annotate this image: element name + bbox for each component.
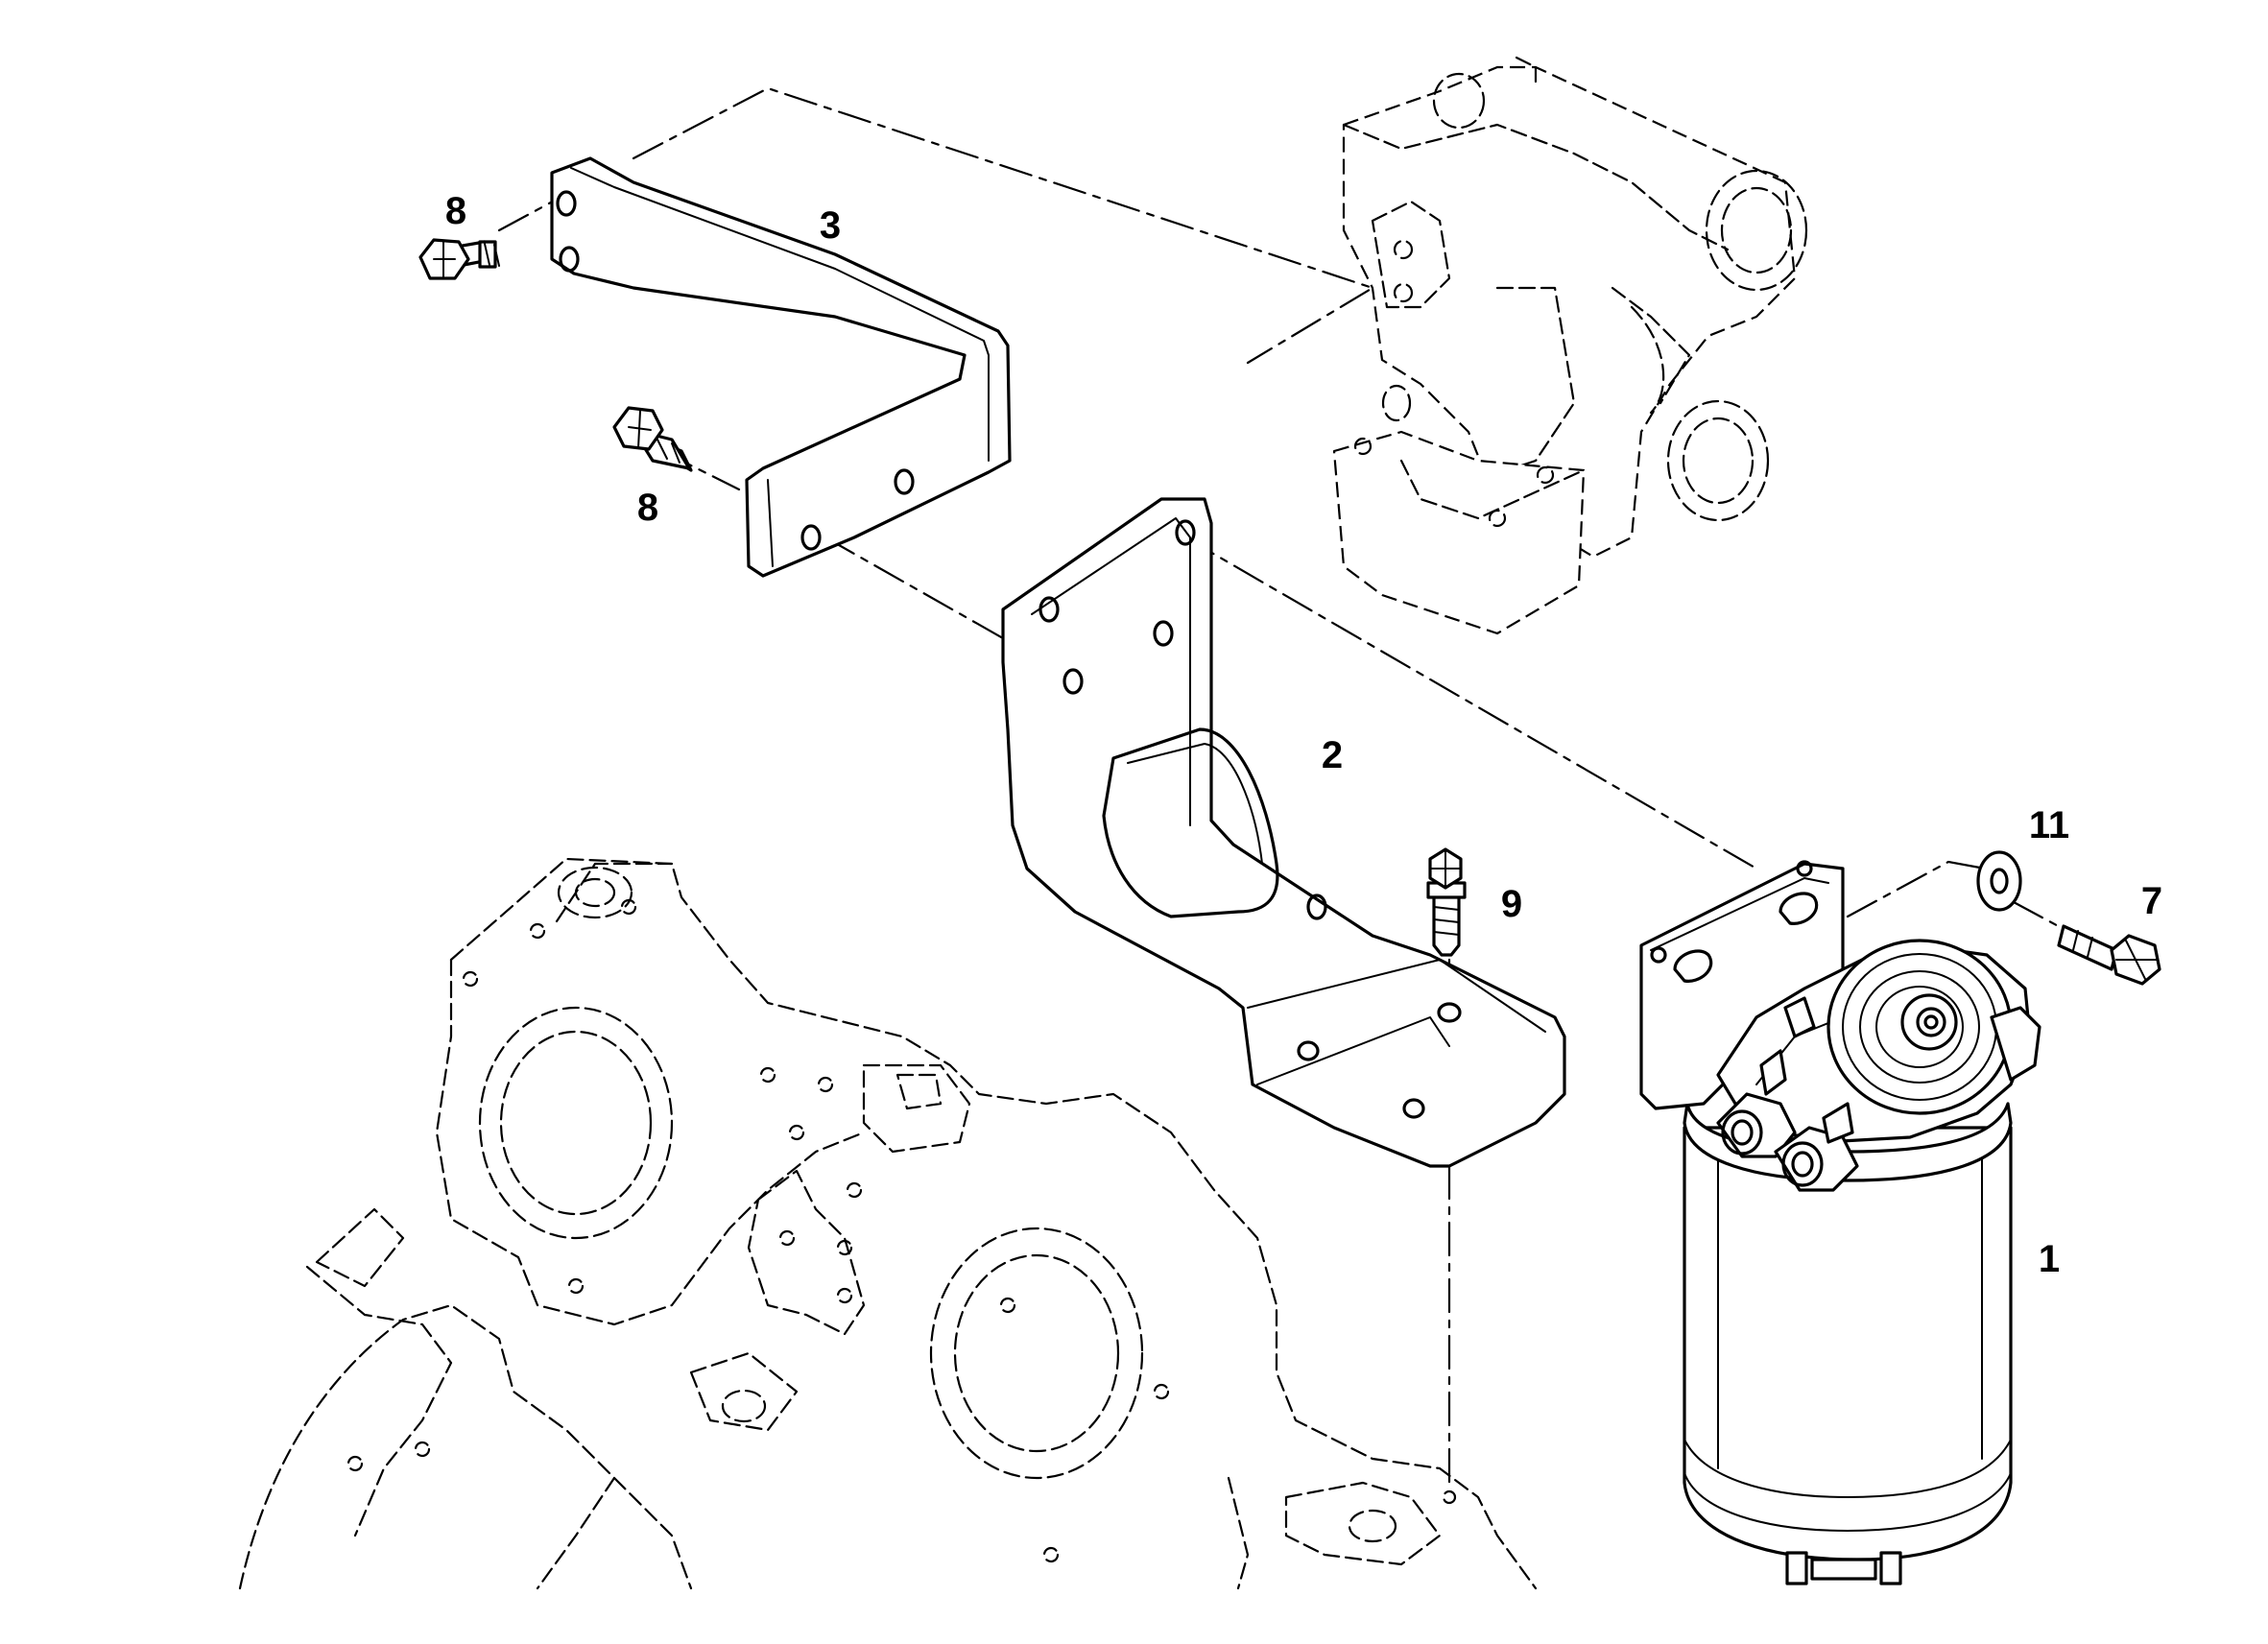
casting-web	[1476, 286, 1576, 482]
callout-8-lower: 8	[637, 487, 658, 529]
filter-flange-slot-right	[1779, 892, 1819, 925]
callout-9: 9	[1501, 883, 1522, 925]
housing-top-outline	[449, 857, 1538, 1590]
bracket-2-hole-foot-b	[1402, 1098, 1425, 1119]
bracket-2-body	[1001, 497, 1566, 1168]
bracket-2	[1001, 497, 1566, 1168]
housing-bore-right	[929, 1227, 1144, 1480]
housing-bottom-boss	[689, 1351, 799, 1432]
casting-lower-bore	[1666, 399, 1770, 522]
assembly-leader-lines	[497, 86, 2065, 1489]
bracket-2-hole-lower	[1062, 668, 1084, 695]
casting-upper-bore	[1705, 169, 1808, 292]
housing-left-outline	[238, 1303, 616, 1590]
callout-2: 2	[1322, 734, 1343, 776]
transmission-housing-phantom	[238, 857, 1538, 1590]
callout-labels: 1 2 3 7 8 8 9 11	[445, 190, 2162, 1280]
casting-body	[1342, 65, 1797, 559]
bracket-2-hole-mid	[1153, 620, 1174, 647]
callout-7: 7	[2141, 880, 2162, 922]
bolt-7	[2057, 924, 2161, 986]
housing-right-boss	[1284, 1481, 1442, 1566]
bracket-2-hole-foot-c	[1437, 1002, 1462, 1023]
bolt-8-lower	[612, 406, 693, 472]
bracket-3-hole-mid	[559, 246, 580, 273]
casting-hook	[1611, 286, 1691, 405]
housing-mid-boss	[862, 1063, 971, 1154]
housing-front-face	[435, 958, 866, 1326]
bolt-9	[1426, 847, 1467, 957]
bracket-2-hole-top	[1175, 519, 1196, 546]
leader-filter-to-washer	[1846, 860, 1987, 918]
filter-flange-slot-left	[1673, 949, 1713, 983]
bracket-2-hole-left	[1039, 596, 1060, 623]
leader-bracket3-to-bracket2	[824, 536, 1005, 640]
housing-bore-left	[478, 1006, 674, 1240]
filter-bleed-screw	[1900, 993, 1958, 1051]
fuel-filter-1	[1639, 860, 2041, 1585]
filter-port-right	[1990, 1006, 2041, 1082]
washer-11	[1976, 850, 2022, 912]
bracket-3-hole-top	[556, 190, 577, 217]
bolt-8-upper	[418, 238, 500, 280]
housing-rib-plate	[747, 1169, 866, 1336]
filter-canister	[1683, 1126, 2013, 1561]
bracket-2-hole-foot-a	[1297, 1040, 1320, 1061]
callout-8-upper: 8	[445, 190, 466, 232]
casting-base	[1332, 430, 1586, 635]
bracket-3-body	[550, 156, 1012, 578]
leader-bracket2-to-filter-head	[1183, 536, 1758, 870]
housing-right-rib	[1227, 1476, 1250, 1590]
leader-washer-to-bolt7	[2012, 900, 2065, 931]
casting-top-pin	[1432, 72, 1486, 130]
filter-drain-right	[1879, 1551, 1902, 1585]
callout-11: 11	[2029, 804, 2069, 846]
filter-drain-left	[1785, 1551, 1808, 1585]
bracket-2-slot	[1102, 727, 1279, 918]
bracket-2-hole-bend	[1306, 893, 1327, 920]
casting-upper-lug	[1371, 200, 1451, 309]
housing-left-rib	[305, 1265, 453, 1537]
callout-1: 1	[2039, 1238, 2060, 1280]
callout-3: 3	[820, 204, 841, 247]
bracket-3-hole-lower	[894, 468, 915, 495]
mounting-casting-phantom	[1332, 56, 1808, 635]
bracket-3-hole-foot	[800, 524, 822, 551]
housing-left-tab	[315, 1207, 405, 1288]
bracket-3	[550, 156, 1012, 578]
housing-top-boss	[555, 862, 674, 923]
leader-bracket3-to-mount	[632, 86, 1375, 365]
